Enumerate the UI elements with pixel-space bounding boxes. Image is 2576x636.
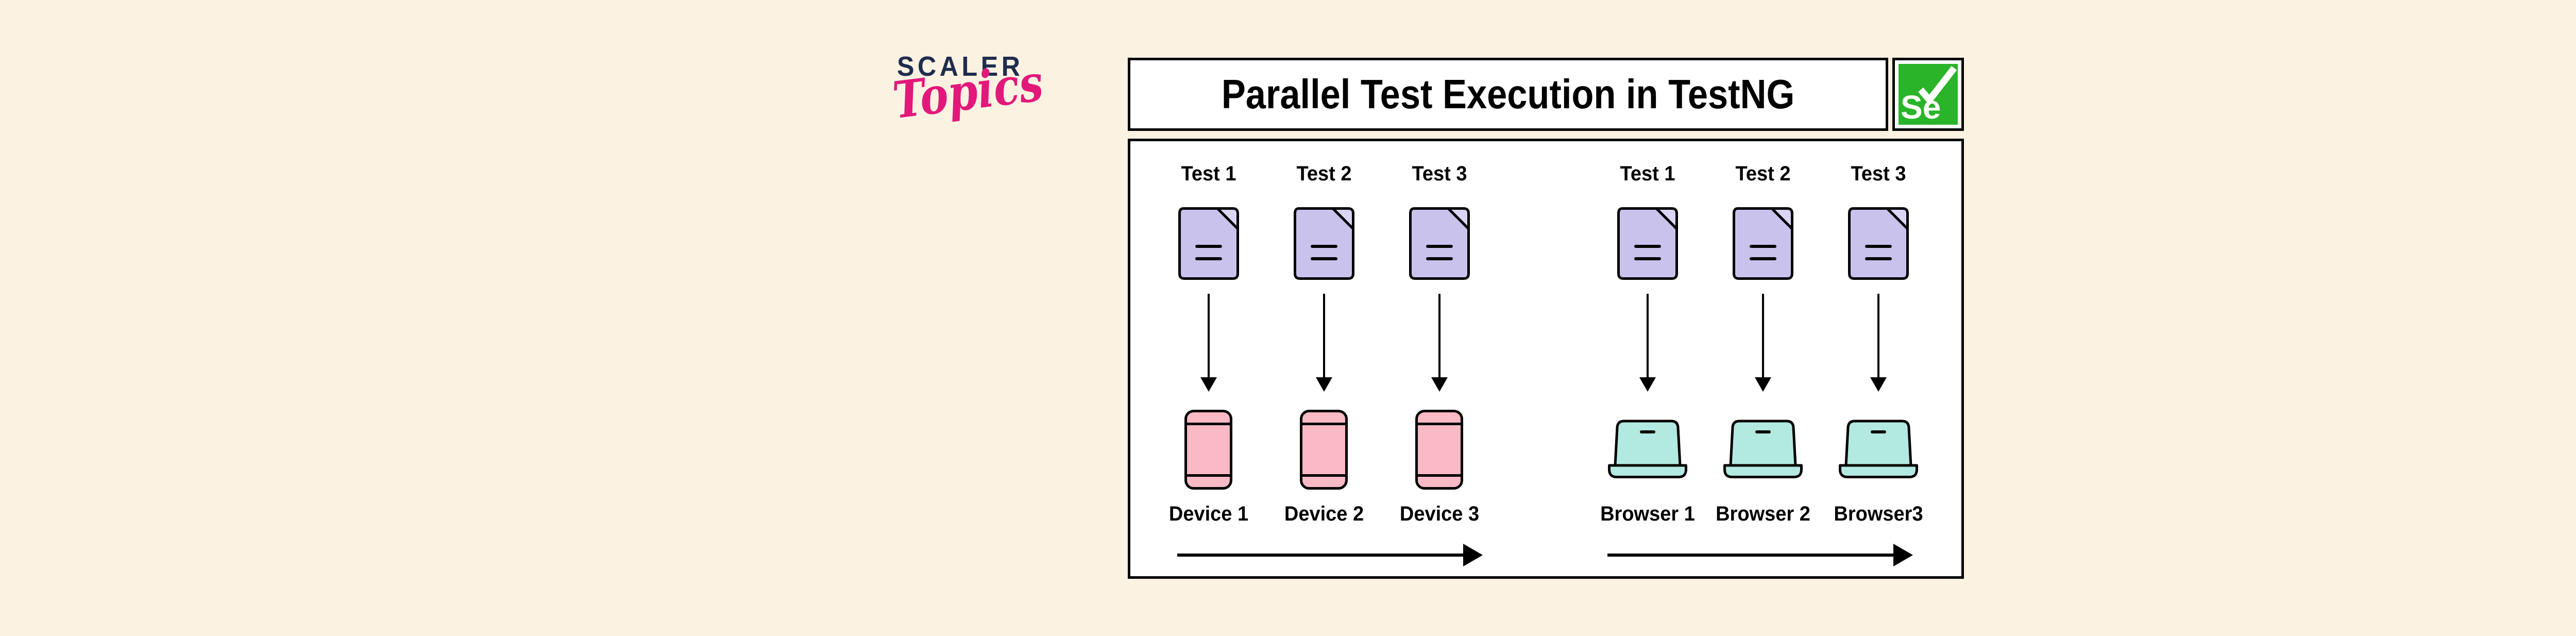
test-label: Test 1 [1181, 162, 1236, 185]
down-arrow [1639, 294, 1656, 392]
test-label: Test 2 [1735, 162, 1791, 185]
browser-label: Browser 1 [1600, 503, 1695, 525]
down-arrow [1200, 294, 1217, 392]
sequence-arrow-left [1177, 544, 1483, 566]
document-icon [1733, 207, 1793, 280]
down-arrow [1870, 294, 1887, 392]
laptop-icon [1723, 420, 1803, 478]
browser-label: Browser 2 [1716, 503, 1810, 525]
scaler-topics-logo: SCALER Topics [889, 49, 1046, 160]
device-icon [1415, 410, 1463, 490]
title-bar: Parallel Test Execution in TestNG [1128, 58, 1888, 131]
sequence-arrow-right [1607, 544, 1913, 566]
device-icon [1184, 410, 1232, 490]
device-label: Device 3 [1399, 503, 1480, 525]
test-label: Test 3 [1851, 162, 1906, 185]
document-icon [1848, 207, 1909, 280]
test-label: Test 2 [1296, 162, 1352, 185]
down-arrow [1316, 294, 1332, 392]
device-label: Device 1 [1168, 503, 1249, 525]
logo-scaler-text: SCALER [897, 51, 1024, 82]
laptop-icon [1839, 420, 1918, 478]
device-icon [1300, 410, 1348, 490]
selenium-icon: Se [1899, 64, 1958, 126]
document-icon [1617, 207, 1678, 280]
laptop-icon [1608, 420, 1687, 478]
diagram-panel [1128, 139, 1964, 579]
device-label: Device 2 [1284, 503, 1364, 525]
selenium-badge: Se [1892, 58, 1964, 131]
test-label: Test 3 [1412, 162, 1467, 185]
page-title: Parallel Test Execution in TestNG [1221, 71, 1795, 117]
browser-label: Browser3 [1834, 503, 1923, 525]
test-label: Test 1 [1620, 162, 1675, 185]
document-icon [1178, 207, 1239, 280]
down-arrow [1755, 294, 1771, 392]
down-arrow [1431, 294, 1448, 392]
selenium-check-icon [1918, 66, 1957, 106]
document-icon [1294, 207, 1354, 280]
document-icon [1409, 207, 1470, 280]
